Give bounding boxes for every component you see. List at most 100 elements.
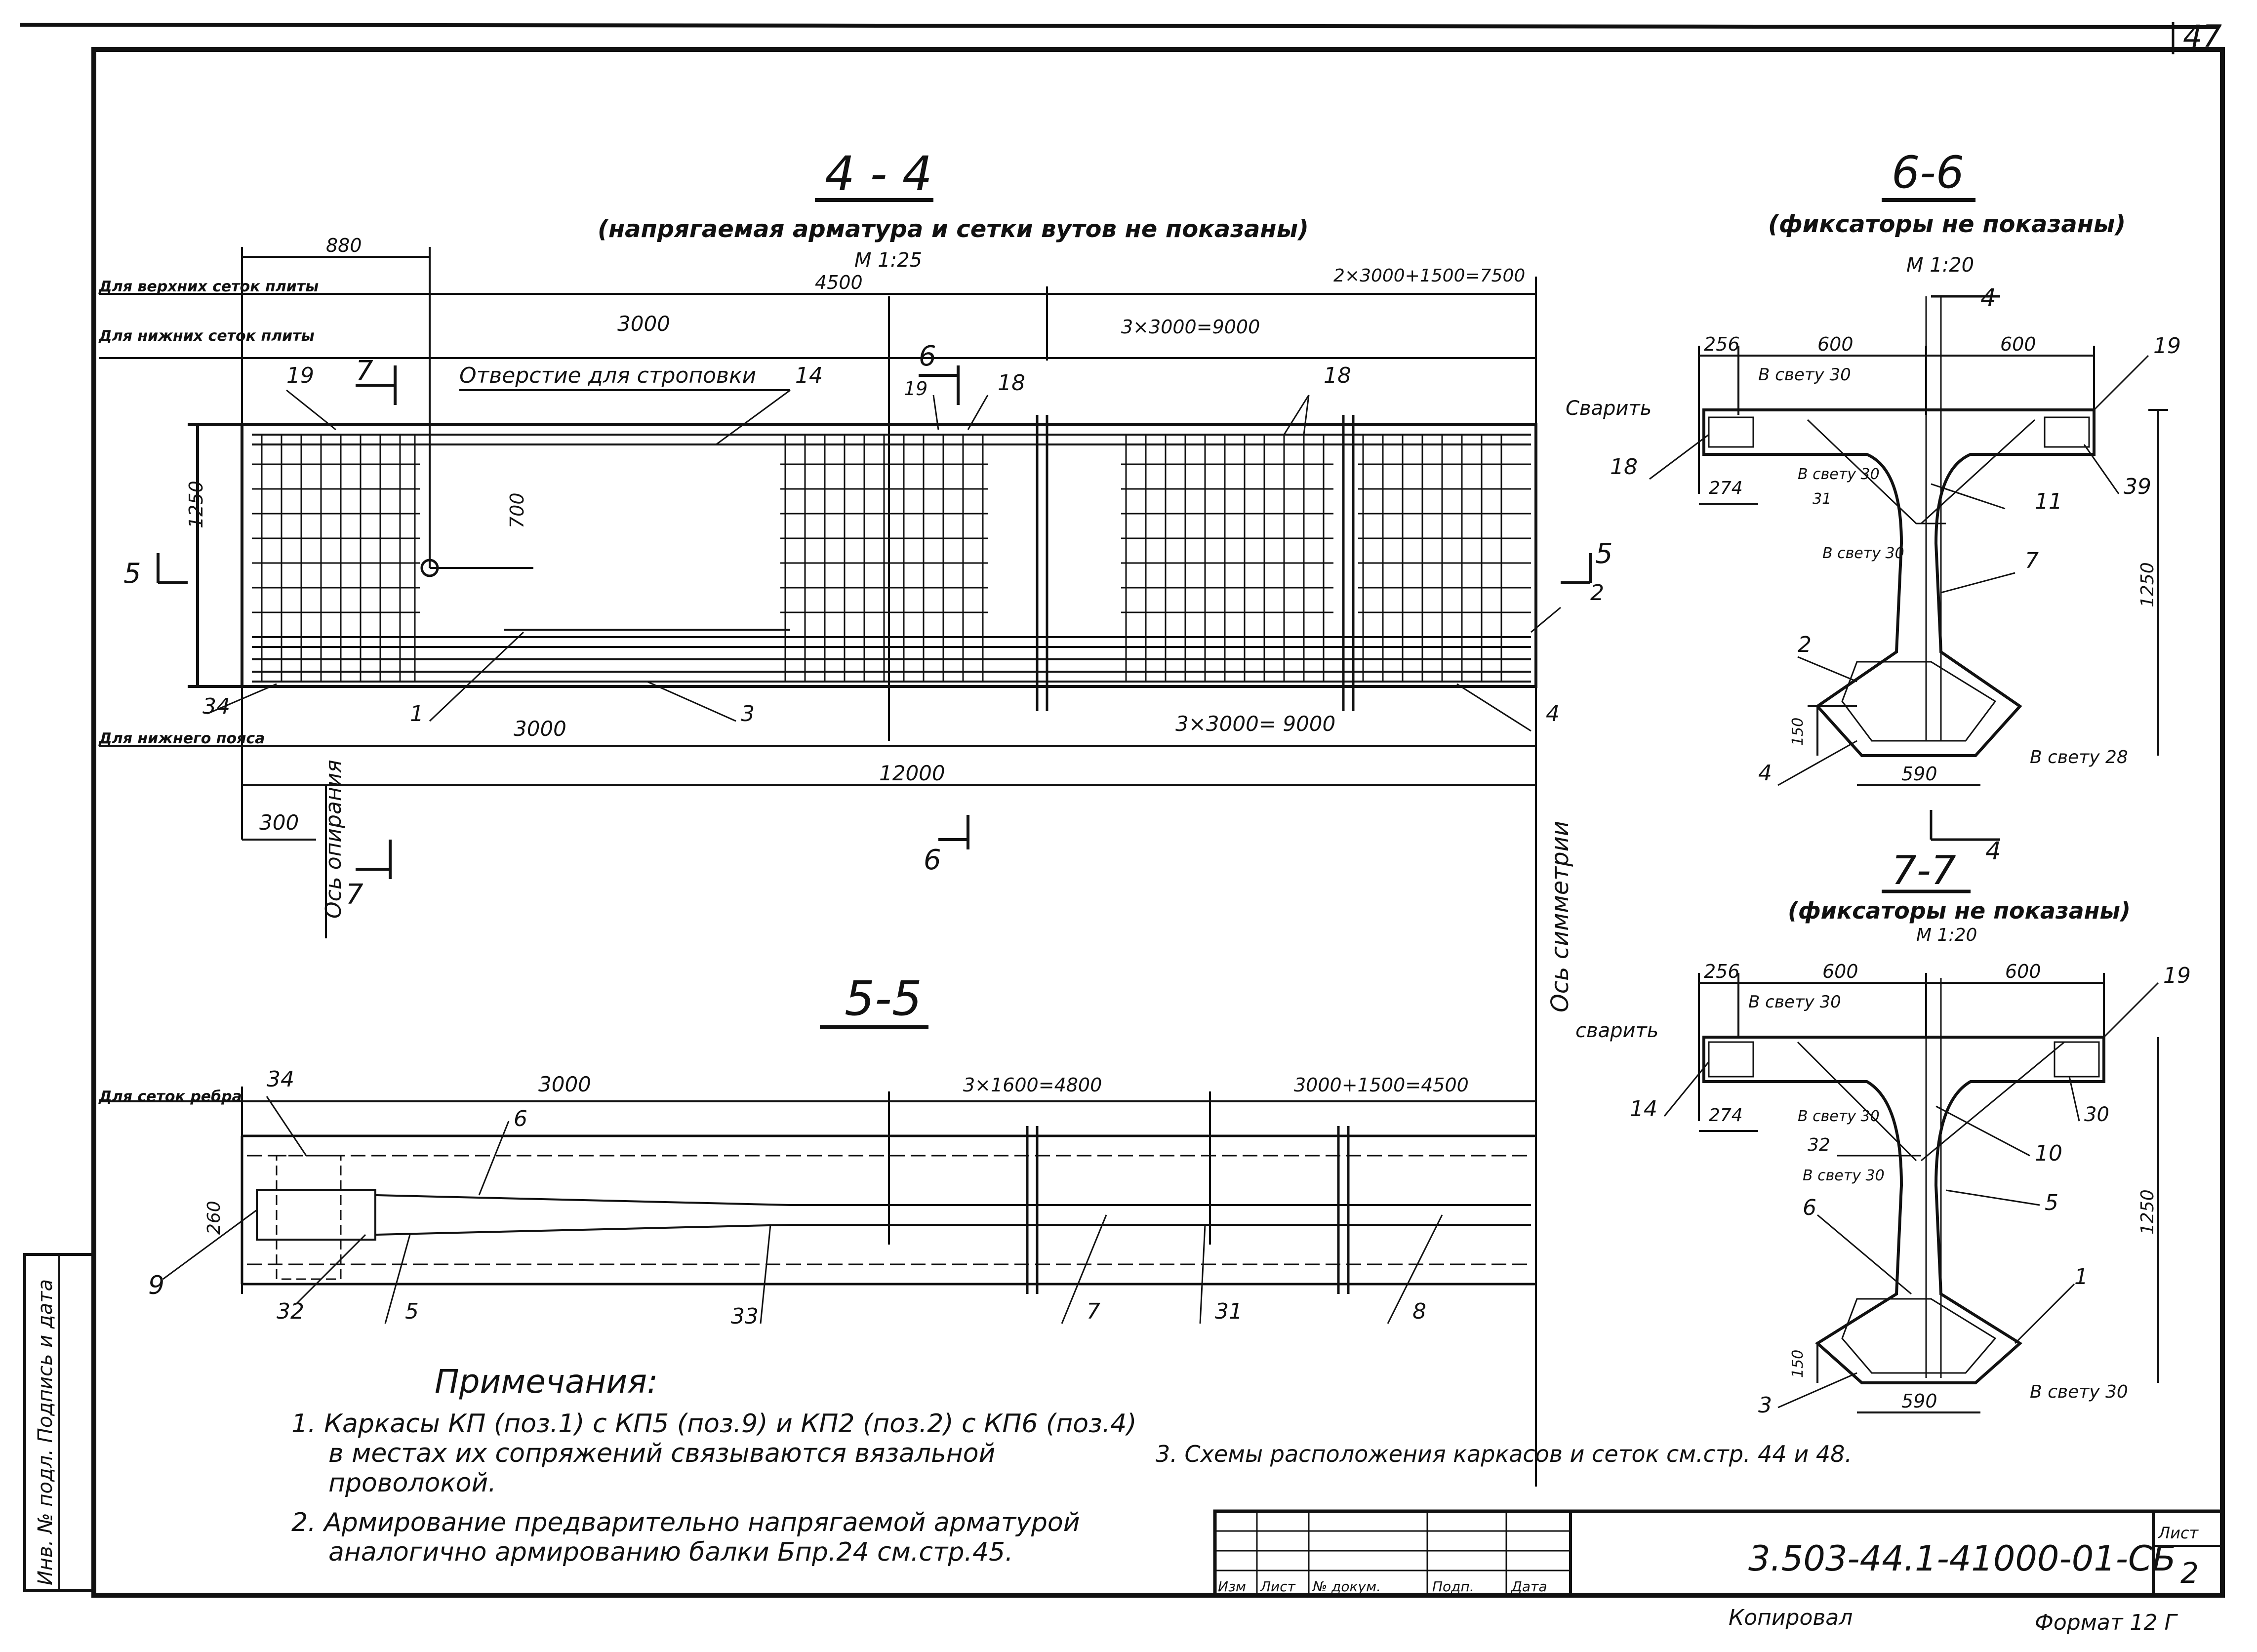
section-4-4-title: 4 - 4	[825, 146, 932, 201]
note-6-clear-3: В свету 30	[1822, 545, 1904, 562]
note-7-clear-2: В свету 30	[1798, 1108, 1880, 1125]
dim-7-590: 590	[1901, 1390, 1937, 1412]
callout-6-4-left: 4	[1758, 761, 1772, 786]
note-7-clear-4: В свету 30	[2030, 1382, 2128, 1402]
callout-18-b: 18	[1324, 363, 1351, 388]
mesh-middle	[780, 435, 988, 682]
callout-7-19: 19	[2163, 963, 2191, 988]
note-7-clear-1: В свету 30	[1748, 992, 1841, 1012]
callout-6-4-bottom: 4	[1985, 837, 2001, 865]
dim-7500: 2×3000+1500=7500	[1333, 266, 1525, 286]
dim-7-1250: 1250	[2137, 1189, 2158, 1235]
cut-mark-7-top: 7	[356, 355, 373, 387]
callout-19-a: 19	[286, 363, 314, 388]
callout-14: 14	[795, 363, 823, 388]
section-6-6-subtitle: (фиксаторы не показаны)	[1768, 210, 2126, 238]
callout-7-3: 3	[1758, 1393, 1772, 1418]
note-1-line-2: в местах их сопряжений связываются вязал…	[328, 1439, 995, 1468]
callout-19-b: 19	[904, 378, 927, 400]
dim-6-150: 150	[1789, 718, 1807, 746]
dim-6-256: 256	[1704, 333, 1740, 355]
note-2-line-2: аналогично армированию балки Бпр.24 см.с…	[328, 1537, 1013, 1567]
dim-5-5-4500: 3000+1500=4500	[1294, 1074, 1469, 1096]
axis-support-label: Ось опирания	[321, 760, 346, 919]
callout-5-5: 5	[405, 1299, 419, 1324]
dim-3000-top: 3000	[617, 312, 670, 336]
callout-7-32: 32	[1808, 1135, 1830, 1155]
cut-mark-7-bottom: 7	[346, 879, 363, 911]
dim-9000-bottom: 3×3000= 9000	[1175, 712, 1335, 736]
section-6-6-title: 6-6	[1892, 147, 1964, 199]
callout-7-6: 6	[1803, 1195, 1816, 1220]
section-4-4: 4 - 4 (напрягаемая арматура и сетки вуто…	[98, 146, 1613, 1487]
dim-9000-top: 3×3000=9000	[1121, 316, 1260, 338]
section-4-4-scale: М 1:25	[854, 249, 922, 272]
callout-6-31: 31	[1813, 490, 1831, 508]
callout-7-5: 5	[2045, 1190, 2058, 1215]
section-5-5-title: 5-5	[845, 971, 922, 1026]
dim-7-256: 256	[1704, 961, 1740, 982]
mesh-left	[252, 435, 420, 682]
copied-by: Копировал	[1729, 1605, 1853, 1630]
stamp-header-sheet: Лист	[1260, 1578, 1296, 1595]
callout-7-10: 10	[2035, 1141, 2062, 1166]
dim-880: 880	[326, 235, 362, 256]
dim-5-5-3000: 3000	[538, 1072, 591, 1096]
callout-4: 4	[1546, 701, 1560, 726]
notes: Примечания: 1. Каркасы КП (поз.1) с КП5 …	[291, 1363, 1852, 1567]
callout-6-18: 18	[1610, 454, 1638, 480]
page-number: 47	[2183, 18, 2222, 54]
callout-6-19: 19	[2153, 333, 2181, 359]
dim-700: 700	[506, 492, 528, 528]
callout-3: 3	[741, 701, 755, 726]
callout-18-a: 18	[998, 370, 1025, 396]
note-7-clear-3: В свету 30	[1803, 1167, 1885, 1184]
dim-4500: 4500	[815, 272, 863, 293]
stamp-header-doc: № докум.	[1312, 1578, 1381, 1595]
stamp-header-change: Изм	[1218, 1578, 1246, 1595]
section-7-7-scale: М 1:20	[1916, 925, 1977, 945]
dim-5-5-4800: 3×1600=4800	[963, 1074, 1102, 1096]
stamp-header-sign: Подп.	[1432, 1578, 1474, 1595]
dim-6-274: 274	[1709, 478, 1743, 498]
cut-mark-6-top: 6	[919, 340, 936, 372]
section-7-7-title: 7-7	[1892, 847, 1956, 893]
side-stamp-text: Инв. № подл. Подпись и дата	[34, 1279, 57, 1585]
dim-7-600a: 600	[1822, 961, 1858, 982]
callout-5-9: 9	[148, 1271, 164, 1300]
mesh-right	[1121, 435, 1531, 682]
note-6-clear-2: В свету 30	[1798, 466, 1880, 483]
dim-3000-bottom: 3000	[514, 717, 566, 741]
notes-heading: Примечания:	[435, 1363, 658, 1401]
dim-7-274: 274	[1709, 1105, 1743, 1126]
callout-6-2: 2	[1798, 632, 1812, 657]
section-5-5: 5-5 Для сеток ребра 3000 3×1600=4800 300…	[98, 971, 1536, 1329]
dim-6-1250: 1250	[2137, 562, 2158, 607]
sheet-format: Формат 12 Г	[2035, 1610, 2178, 1635]
note-2-line-1: 2. Армирование предварительно напрягаемо…	[291, 1508, 1080, 1537]
dim-6-600a: 600	[1817, 333, 1854, 355]
note-6-clear-4: В свету 28	[2030, 747, 2128, 767]
note-6-weld: Сварить	[1566, 397, 1652, 420]
section-6-6-scale: М 1:20	[1906, 254, 1974, 277]
callout-5-7: 7	[1087, 1299, 1100, 1324]
document-code: 3.503-44.1-41000-01-СБ	[1748, 1538, 2176, 1579]
callout-6-39: 39	[2124, 474, 2151, 499]
callout-7-14: 14	[1630, 1096, 1657, 1122]
label-bottom-belt: Для нижнего пояса	[98, 730, 265, 747]
label-upper-mesh: Для верхних сеток плиты	[98, 278, 319, 295]
note-1-line-1: 1. Каркасы КП (поз.1) с КП5 (поз.9) и КП…	[291, 1409, 1137, 1439]
sheet-label: Лист	[2158, 1524, 2199, 1542]
section-7-7: 7-7 (фиксаторы не показаны) М 1:20 256 6…	[1575, 847, 2191, 1418]
lifting-hole-label: Отверстие для строповки	[459, 363, 756, 388]
title-block: Изм Лист № докум. Подп. Дата 3.503-44.1-…	[1213, 1509, 2224, 1635]
callout-5-31: 31	[1215, 1299, 1243, 1324]
dim-7-150: 150	[1789, 1350, 1807, 1378]
sheet-number: 2	[2180, 1556, 2199, 1590]
callout-7-1: 1	[2074, 1264, 2088, 1289]
dim-6-590: 590	[1901, 763, 1937, 785]
note-3: 3. Схемы расположения каркасов и сеток с…	[1156, 1441, 1852, 1467]
dim-300: 300	[259, 810, 299, 835]
section-7-7-subtitle: (фиксаторы не показаны)	[1788, 897, 2131, 924]
